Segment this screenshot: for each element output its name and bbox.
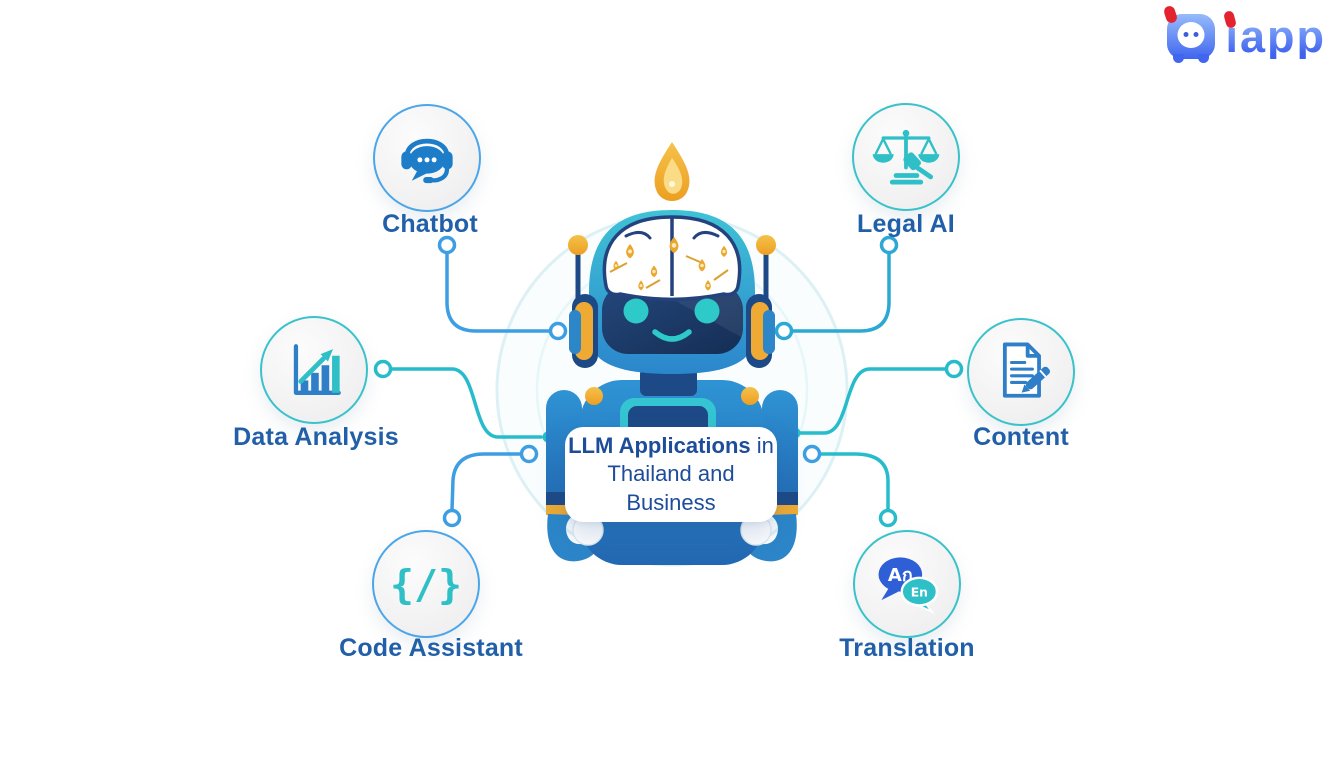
title-line1-regular: in: [756, 433, 774, 459]
robot-shoulder-stud: [585, 387, 603, 405]
robot-brain-panel: [602, 215, 742, 301]
scales-gavel-icon: [872, 129, 940, 185]
bar-chart-growth-icon: [293, 344, 341, 395]
language-bubbles-icon: Aก En: [878, 557, 939, 614]
iapp-robot-mark-icon: [1163, 4, 1216, 63]
feature-badge-legal-ai: [852, 103, 960, 211]
title-text: LLM Applications in Thailand and Busines…: [565, 432, 777, 516]
feature-label-chatbot: Chatbot: [382, 210, 478, 238]
feature-badge-data-analysis: [260, 316, 368, 424]
connector-translation: [802, 444, 898, 528]
feature-badge-content: [967, 318, 1075, 426]
feature-label-data-analysis: Data Analysis: [233, 423, 399, 451]
robot-shoulder-stud: [741, 387, 759, 405]
document-pen-icon: [1002, 342, 1050, 398]
logo-brand-text: iapp: [1223, 9, 1326, 62]
feature-label-content: Content: [973, 423, 1069, 451]
logo-robot-eye: [1193, 32, 1199, 37]
feature-badge-translation: Aก En: [853, 530, 961, 638]
logo-robot-foot: [1198, 54, 1210, 63]
robot-neck: [640, 368, 697, 396]
title-line2: Thailand and Business: [607, 461, 735, 515]
connector-chatbot: [437, 235, 568, 341]
title-card: LLM Applications in Thailand and Busines…: [565, 427, 777, 522]
code-glyph-text: {/}: [390, 562, 462, 608]
translation-secondary-text: En: [911, 585, 928, 599]
title-line1-bold: LLM Applications: [568, 433, 751, 459]
connector-lines: [373, 235, 964, 528]
connector-legal-ai: [774, 235, 899, 341]
logo-brand-word: iapp: [1225, 11, 1326, 62]
chat-headset-icon: [401, 138, 453, 184]
logo-robot-foot: [1173, 54, 1185, 63]
feature-label-translation: Translation: [839, 634, 975, 662]
feature-badge-chatbot: [373, 104, 481, 212]
feature-badge-code-assistant: {/}: [372, 530, 480, 638]
logo-robot-face: [1177, 22, 1205, 48]
connector-code-assistant: [442, 444, 539, 528]
robot-eyes-smile: [623, 298, 720, 342]
feature-label-legal-ai: Legal AI: [857, 210, 955, 238]
code-braces-icon: {/}: [390, 562, 462, 608]
logo-robot-eye: [1183, 32, 1189, 37]
iapp-logo: iapp: [1163, 4, 1326, 63]
thai-flame-icon: [654, 142, 690, 201]
feature-label-code-assistant: Code Assistant: [339, 634, 523, 662]
